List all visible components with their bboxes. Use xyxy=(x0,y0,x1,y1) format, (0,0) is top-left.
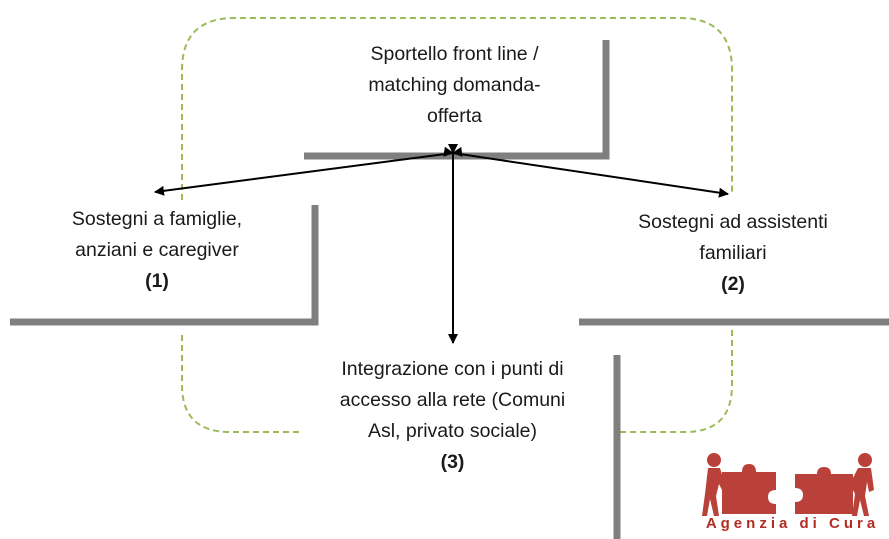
node-famiglie-line: Sostegni a famiglie, xyxy=(71,208,243,230)
node-sportello-line: offerta xyxy=(427,105,482,127)
node-assistenti-line: familiari xyxy=(699,242,767,264)
node-famiglie-line: anziani e caregiver xyxy=(75,239,239,261)
node-integrazione: Integrazione con i punti di accesso alla… xyxy=(285,354,620,478)
bracket-left xyxy=(10,205,319,326)
node-assistenti-number: (2) xyxy=(721,273,745,295)
node-integrazione-line: Integrazione con i punti di xyxy=(341,358,564,380)
agenzia-logo-caption: Agenzia di Cura xyxy=(705,515,880,532)
dashed-loop-bottom-left xyxy=(181,335,300,433)
node-integrazione-number: (3) xyxy=(440,451,465,473)
node-famiglie: Sostegni a famiglie, anziani e caregiver… xyxy=(12,204,302,297)
agenzia-logo: Agenzia di Cura xyxy=(700,450,885,539)
node-assistenti: Sostegni ad assistenti familiari (2) xyxy=(583,207,883,300)
node-famiglie-number: (1) xyxy=(145,270,169,292)
dashed-loop-bottom-right xyxy=(620,330,733,433)
node-integrazione-line: Asl, privato sociale) xyxy=(367,420,538,442)
puzzle-people-icon xyxy=(702,453,874,516)
arrow-center-to-right xyxy=(443,146,729,198)
node-sportello: Sportello front line / matching domanda-… xyxy=(312,39,597,132)
dashed-loop-top xyxy=(181,17,733,200)
node-sportello-line: matching domanda- xyxy=(368,74,541,96)
node-integrazione-line: accesso alla rete (Comuni xyxy=(339,389,566,411)
arrow-center-to-left xyxy=(154,146,463,196)
node-assistenti-line: Sostegni ad assistenti xyxy=(638,211,828,233)
node-sportello-line: Sportello front line / xyxy=(370,43,539,65)
